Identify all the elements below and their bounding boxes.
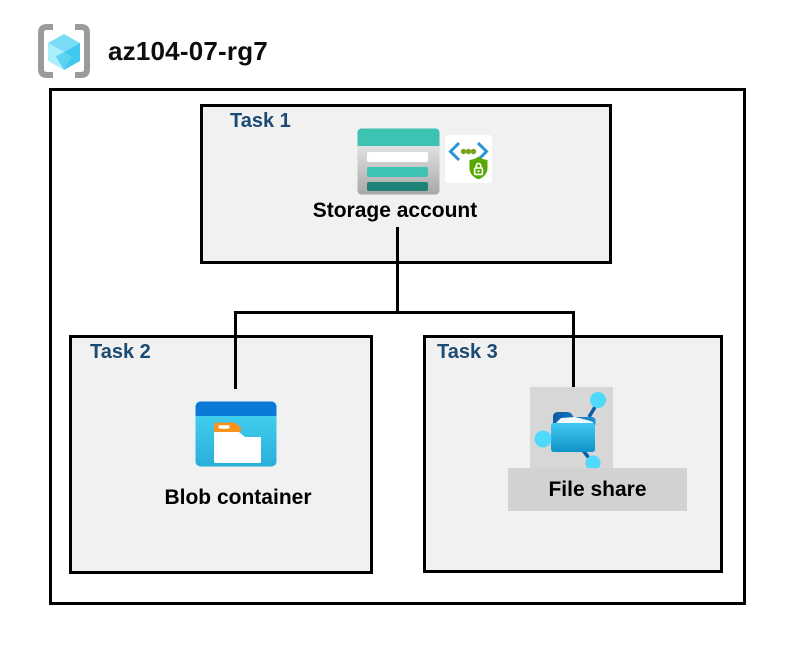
connector-branch-horizontal — [234, 311, 575, 314]
connector-storage-stem — [396, 227, 399, 314]
file-share-label: File share — [548, 477, 647, 501]
file-share-icon — [530, 387, 613, 471]
task3-label: Task 3 — [437, 341, 498, 363]
connector-to-file-share — [572, 311, 575, 391]
task1-label: Task 1 — [230, 110, 291, 132]
file-share-label-background: File share — [508, 468, 687, 511]
task2-label: Task 2 — [90, 341, 151, 363]
resource-group-icon — [36, 22, 92, 80]
resource-group-title: az104-07-rg7 — [108, 35, 268, 66]
blob-container-icon — [195, 401, 277, 472]
resource-group-header: az104-07-rg7 — [36, 22, 268, 80]
connector-to-blob-container — [234, 311, 237, 389]
shared-access-signature-icon — [445, 135, 492, 188]
storage-account-icon — [357, 128, 440, 200]
storage-account-label: Storage account — [312, 199, 478, 222]
blob-container-label: Blob container — [164, 486, 312, 509]
